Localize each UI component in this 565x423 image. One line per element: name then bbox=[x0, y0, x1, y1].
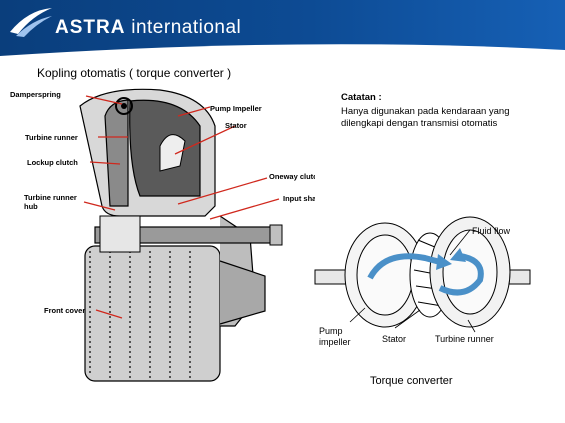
header-curve bbox=[0, 44, 565, 64]
label-turbine-runner-right: Turbine runner bbox=[435, 334, 494, 344]
label-stator: Stator bbox=[225, 121, 247, 130]
slide-title: Kopling otomatis ( torque converter ) bbox=[37, 66, 232, 80]
brand-logo-text: ASTRA international bbox=[55, 17, 241, 39]
leader-lines bbox=[83, 95, 280, 319]
label-input-shaft: Input shaft bbox=[283, 194, 315, 203]
label-oneway-clutch: Oneway clutch bbox=[269, 172, 315, 181]
fluid-flow-arrows bbox=[367, 253, 484, 296]
caption-torque-converter: Torque converter bbox=[370, 375, 453, 387]
label-front-cover: Front cover bbox=[44, 306, 85, 315]
label-pump-line2: impeller bbox=[319, 337, 351, 347]
astra-logo-icon bbox=[10, 8, 52, 37]
brand-bold: ASTRA bbox=[55, 17, 126, 38]
torque-converter-illustration: Fluid flow Pump impeller Stator Turbine … bbox=[314, 216, 531, 387]
label-stator-right: Stator bbox=[382, 334, 406, 344]
converter-body bbox=[79, 88, 266, 382]
label-turbine-runner: Turbine runner bbox=[25, 133, 78, 142]
label-lockup-clutch: Lockup clutch bbox=[27, 158, 78, 167]
note-box: Catatan : Hanya digunakan pada kendaraan… bbox=[341, 92, 551, 130]
label-turbine-runner-hub-line1: Turbine runner bbox=[24, 193, 77, 202]
label-pump-impeller: Pump Impeller bbox=[210, 104, 262, 113]
torque-converter-cutaway-diagram: Damperspring Pump Impeller Turbine runne… bbox=[10, 88, 315, 382]
flow-arrowhead bbox=[436, 254, 452, 270]
label-damperspring: Damperspring bbox=[10, 90, 61, 99]
label-turbine-runner-hub-line2: hub bbox=[24, 202, 38, 211]
label-pump-line1: Pump bbox=[319, 326, 343, 336]
note-body: Hanya digunakan pada kendaraan yang dile… bbox=[341, 106, 510, 129]
label-fluid-flow: Fluid flow bbox=[472, 226, 511, 236]
brand-light: international bbox=[131, 17, 242, 38]
note-heading: Catatan : bbox=[341, 92, 382, 103]
